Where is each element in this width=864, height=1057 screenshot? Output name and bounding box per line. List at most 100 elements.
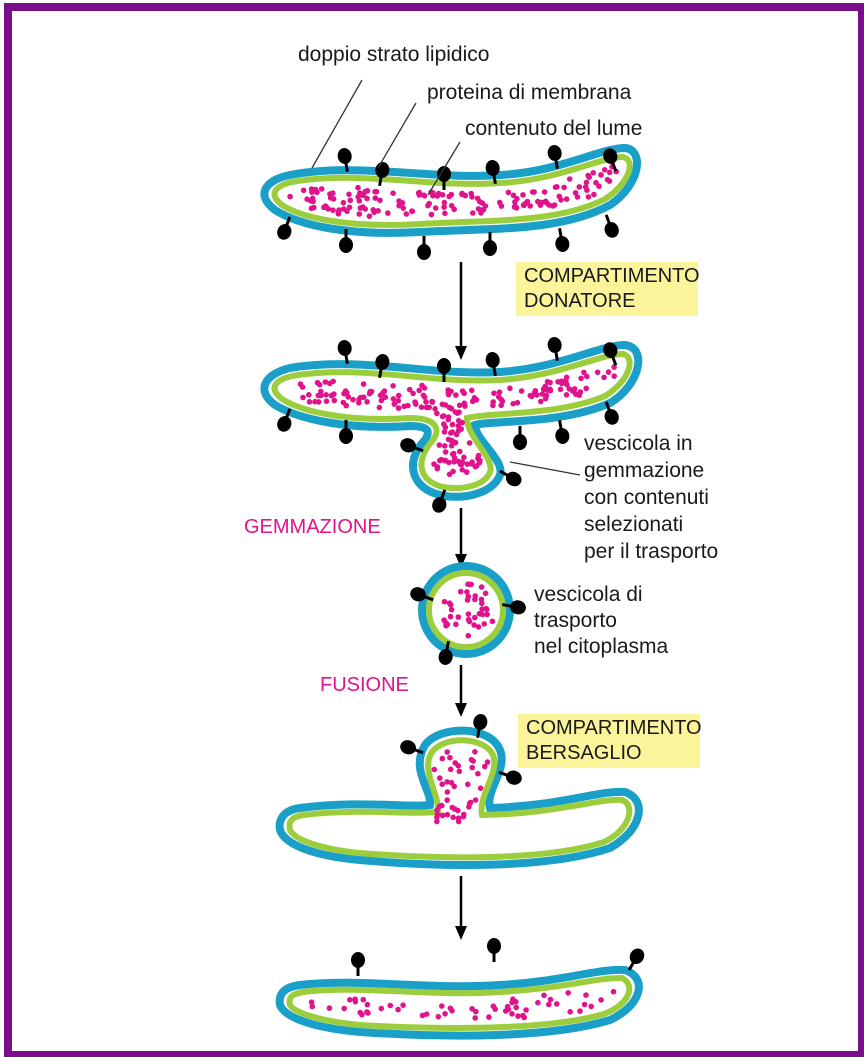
cargo-dot (348, 198, 354, 204)
cargo-dot (461, 814, 467, 820)
cargo-dot (456, 418, 462, 424)
cargo-dot (467, 582, 473, 588)
cargo-dot (554, 1001, 560, 1007)
cargo-dot (327, 1005, 333, 1011)
cargo-dot (424, 405, 430, 411)
cargo-dot (309, 189, 315, 195)
cargo-dot (405, 403, 411, 409)
cargo-dot (362, 206, 368, 212)
cargo-dot (442, 429, 448, 435)
cargo-dot (515, 1013, 521, 1019)
target-box-line-1: COMPARTIMENTO (526, 716, 692, 741)
cargo-dot (466, 611, 472, 617)
cargo-dot (364, 399, 370, 405)
cargo-dot (576, 392, 582, 398)
cargo-dot (466, 633, 472, 639)
cargo-dot (491, 1003, 497, 1009)
cargo-dot (481, 621, 487, 627)
budding-line-2: gemmazione (584, 457, 718, 484)
cargo-dot (564, 392, 570, 398)
cargo-dot (352, 996, 358, 1002)
cargo-dot (611, 989, 617, 995)
cargo-dot (611, 373, 617, 379)
cargo-dot (543, 396, 549, 402)
cargo-dot (448, 1006, 454, 1012)
cargo-dot (471, 622, 477, 628)
cargo-dot (450, 422, 456, 428)
cargo-dot (442, 211, 448, 217)
cargo-dot (542, 189, 548, 195)
cargo-dot (318, 393, 324, 399)
cargo-dot (472, 615, 478, 621)
cargo-dot (341, 1006, 347, 1012)
cargo-dot (583, 992, 589, 998)
cargo-dot (522, 201, 528, 207)
cargo-dot (595, 370, 601, 376)
cargo-dot (499, 203, 505, 209)
cargo-dot (473, 797, 479, 803)
cargo-dot (435, 464, 441, 470)
cargo-dot (520, 192, 526, 198)
cargo-dot (582, 1002, 588, 1008)
cargo-dot (390, 190, 396, 196)
cargo-dot (523, 1007, 529, 1013)
cargo-dot (548, 997, 554, 1003)
cargo-dot (577, 184, 583, 190)
cargo-dot (453, 392, 459, 398)
cargo-dot (564, 382, 570, 388)
cargo-dot (364, 196, 370, 202)
cargo-dot (552, 202, 558, 208)
target-box-line-2: BERSAGLIO (526, 741, 692, 766)
cargo-dot (429, 212, 435, 218)
cargo-dot (605, 177, 611, 183)
cargo-dot (491, 390, 497, 396)
cargo-dot (308, 198, 314, 204)
cargo-dot (410, 391, 416, 397)
cargo-dot (543, 384, 549, 390)
cargo-dot (445, 812, 451, 818)
cargo-dot (383, 394, 389, 400)
cargo-dot (479, 584, 485, 590)
cargo-dot (323, 392, 329, 398)
cargo-dot (440, 813, 446, 819)
cargo-dot (365, 1002, 371, 1008)
cargo-dot (548, 388, 554, 394)
cargo-dot (329, 393, 335, 399)
cargo-dot (396, 405, 402, 411)
cargo-dot (477, 199, 483, 205)
cargo-dot (461, 455, 467, 461)
cargo-dot (388, 1003, 394, 1009)
cargo-dot (451, 784, 457, 790)
cargo-dot (606, 369, 612, 375)
cargo-dot (310, 1004, 316, 1010)
cargo-dot (430, 193, 436, 199)
cargo-dot (456, 614, 462, 620)
cargo-dot (455, 763, 461, 769)
cargo-dot (442, 200, 448, 206)
cargo-dot (442, 458, 448, 464)
cargo-dot (442, 599, 448, 605)
cargo-dot (309, 206, 315, 212)
cargo-dot (457, 449, 463, 455)
cargo-dot (474, 463, 480, 469)
cargo-dot (445, 387, 451, 393)
cargo-dot (449, 192, 455, 198)
budding-line-5: per il trasporto (584, 538, 718, 565)
cargo-dot (343, 403, 349, 409)
cargo-dot (458, 589, 464, 595)
cargo-dot (447, 755, 453, 761)
cargo-dot (312, 399, 318, 405)
cargo-dot (456, 459, 462, 465)
cargo-dot (584, 180, 590, 186)
cargo-dot (377, 405, 383, 411)
cargo-dot (436, 1014, 442, 1020)
cargo-dot (357, 190, 363, 196)
cargo-dot (538, 202, 544, 208)
label-lipid-bilayer: doppio strato lipidico (298, 42, 489, 67)
cargo-dot (476, 453, 482, 459)
cargo-dot (461, 391, 467, 397)
cargo-dot (455, 808, 461, 814)
cargo-dot (445, 789, 451, 795)
cargo-dot (396, 393, 402, 399)
cargo-dot (485, 759, 491, 765)
